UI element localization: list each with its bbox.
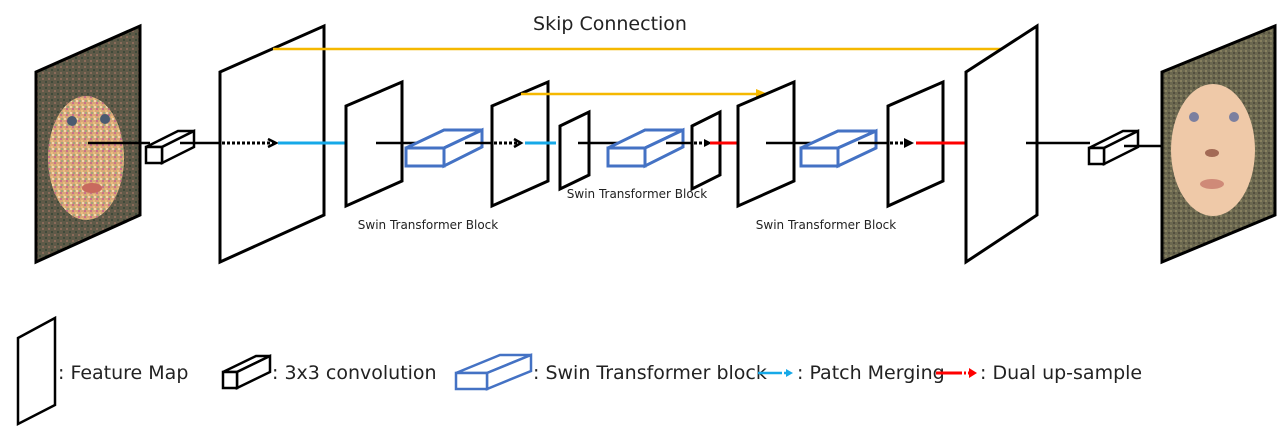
swin-block-label-3: Swin Transformer Block	[756, 218, 897, 232]
mouth	[1200, 179, 1224, 189]
legend-swin-label: : Swin Transformer block	[533, 362, 767, 384]
feature-map-4	[558, 109, 591, 192]
swin-block-2	[606, 127, 685, 169]
legend: : Feature Map : 3x3 convolution : Swin T…	[16, 315, 1142, 427]
swin-block-1	[404, 127, 484, 169]
mouth	[82, 183, 102, 193]
feature-map-8	[964, 23, 1039, 265]
legend-dual-upsample-icon	[936, 368, 977, 378]
swin-block-label-2: Swin Transformer Block	[567, 187, 708, 201]
legend-dual-upsample-label: : Dual up-sample	[980, 362, 1142, 384]
skip-connection-title: Skip Connection	[533, 13, 687, 35]
feature-map-2	[344, 79, 404, 209]
nose	[1205, 149, 1219, 157]
legend-conv-icon	[221, 354, 272, 390]
swin-block-3	[799, 128, 878, 169]
conv-block-input	[144, 128, 196, 166]
feature-map-7	[886, 79, 945, 209]
legend-conv-label: : 3x3 convolution	[272, 362, 437, 384]
legend-swin-icon	[454, 353, 533, 391]
legend-feature-map-label: : Feature Map	[58, 362, 188, 384]
face-shape	[48, 96, 124, 220]
eye-right	[1229, 112, 1239, 122]
legend-feature-map-icon	[16, 315, 57, 427]
output-image	[1160, 23, 1277, 265]
feature-map-5	[690, 109, 722, 192]
legend-patch-merging-label: : Patch Merging	[797, 362, 945, 384]
swin-block-label-1: Swin Transformer Block	[358, 218, 499, 232]
eye-left	[67, 116, 77, 126]
eye-left	[1189, 112, 1199, 122]
conv-block-output	[1087, 128, 1140, 167]
legend-patch-merging-icon	[758, 369, 793, 377]
eye-right	[100, 114, 110, 124]
